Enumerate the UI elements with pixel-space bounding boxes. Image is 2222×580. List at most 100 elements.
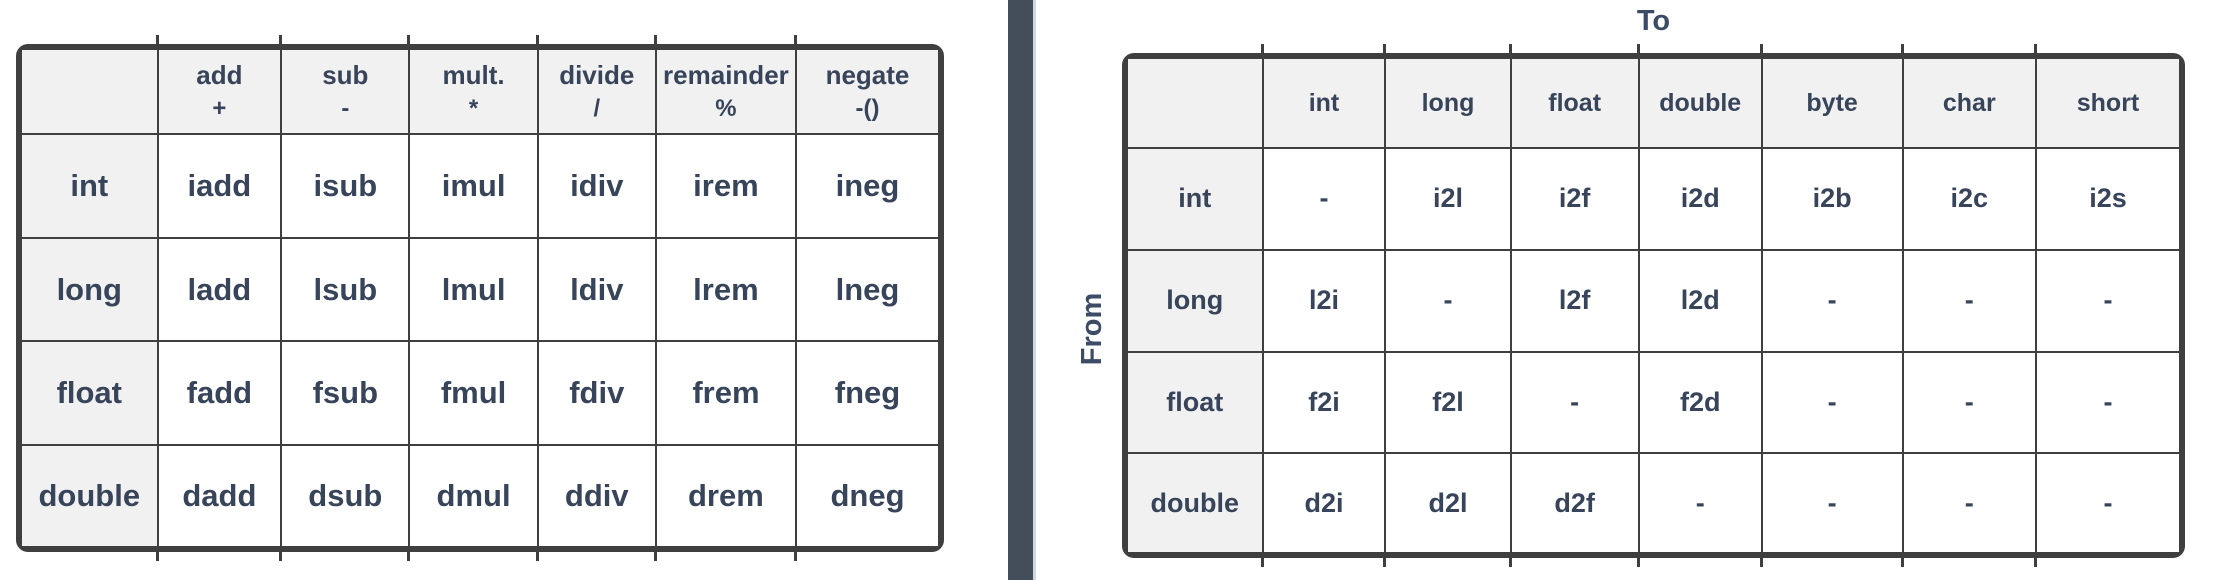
instruction-cell: dadd <box>156 444 283 546</box>
column-header-symbol: + <box>212 94 227 122</box>
grid-tick <box>407 551 411 561</box>
instruction-cell: f2d <box>1637 350 1763 455</box>
instruction-cell: ineg <box>794 133 938 239</box>
corner-cell <box>22 50 159 135</box>
row-header: double <box>22 444 159 546</box>
instruction-cell: - <box>1760 248 1904 353</box>
instruction-cell: isub <box>280 133 411 239</box>
grid-tick <box>1383 44 1387 54</box>
grid-tick <box>155 35 159 45</box>
column-header: long <box>1384 59 1512 149</box>
grid-tick <box>1636 44 1640 54</box>
instruction-cell: - <box>1760 452 1904 552</box>
instruction-cell: lneg <box>794 236 938 343</box>
grid-tick <box>2034 44 2038 54</box>
instruction-cell: i2f <box>1509 147 1640 251</box>
grid-tick <box>1508 557 1512 567</box>
column-header: negate -() <box>794 50 938 135</box>
row-header: float <box>22 340 159 447</box>
column-header: int <box>1261 59 1387 149</box>
column-header-label: divide <box>559 59 635 90</box>
grid-tick <box>1508 44 1512 54</box>
instruction-cell: ldiv <box>536 236 657 343</box>
row-header: long <box>22 236 159 343</box>
instruction-cell: fadd <box>156 340 283 447</box>
instruction-cell: d2f <box>1509 452 1640 552</box>
instruction-cell: frem <box>654 340 797 447</box>
instruction-cell: iadd <box>156 133 283 239</box>
column-header-label: negate <box>825 59 910 90</box>
row-header: long <box>1128 248 1264 353</box>
instruction-cell: i2b <box>1760 147 1904 251</box>
column-header-symbol: - <box>341 94 350 122</box>
instruction-cell: dsub <box>280 444 411 546</box>
divider-bar <box>1008 0 1036 580</box>
column-header-symbol: % <box>715 94 737 122</box>
grid-tick <box>279 35 283 45</box>
instruction-cell: - <box>2035 350 2179 455</box>
instruction-cell: - <box>1509 350 1640 455</box>
instruction-cell: fneg <box>794 340 938 447</box>
instruction-cell: i2c <box>1901 147 2038 251</box>
arithmetic-table: add+sub-mult.*divide/remainder%negate-()… <box>22 50 938 546</box>
grid-tick <box>1383 557 1387 567</box>
instruction-cell: ddiv <box>536 444 657 546</box>
instruction-cell: - <box>2035 452 2179 552</box>
grid-tick <box>535 551 539 561</box>
instruction-cell: i2d <box>1637 147 1763 251</box>
grid-tick <box>407 35 411 45</box>
column-header-label: remainder <box>663 59 789 90</box>
instruction-cell: drem <box>654 444 797 546</box>
grid-tick <box>653 551 657 561</box>
instruction-cell: i2s <box>2035 147 2179 251</box>
instruction-cell: d2i <box>1261 452 1387 552</box>
grid-tick <box>279 551 283 561</box>
grid-tick <box>2034 557 2038 567</box>
instruction-cell: fdiv <box>536 340 657 447</box>
to-axis-label: To <box>1636 5 1671 37</box>
instruction-cell: - <box>1760 350 1904 455</box>
column-header: sub - <box>280 50 411 135</box>
column-header: char <box>1901 59 2038 149</box>
corner-cell <box>1128 59 1264 149</box>
instruction-cell: l2f <box>1509 248 1640 353</box>
column-header: double <box>1637 59 1763 149</box>
grid-tick <box>1260 44 1264 54</box>
instruction-cell: fmul <box>408 340 539 447</box>
grid-tick <box>155 551 159 561</box>
instruction-cell: lsub <box>280 236 411 343</box>
instruction-cell: l2d <box>1637 248 1763 353</box>
grid-tick <box>1900 557 1904 567</box>
row-header: float <box>1128 350 1264 455</box>
column-header: mult.* <box>408 50 539 135</box>
instruction-cell: - <box>1261 147 1387 251</box>
instruction-cell: - <box>1901 350 2038 455</box>
instruction-cell: fsub <box>280 340 411 447</box>
column-header-symbol: -() <box>855 94 880 122</box>
column-header: short <box>2035 59 2179 149</box>
instruction-cell: lmul <box>408 236 539 343</box>
instruction-cell: - <box>1384 248 1512 353</box>
instruction-cell: f2i <box>1261 350 1387 455</box>
column-header: remainder% <box>654 50 797 135</box>
column-header-symbol: / <box>593 94 601 122</box>
grid-tick <box>1759 44 1763 54</box>
instruction-cell: dneg <box>794 444 938 546</box>
instruction-cell: dmul <box>408 444 539 546</box>
column-header-label: sub <box>322 59 369 90</box>
instruction-cell: f2l <box>1384 350 1512 455</box>
from-axis-label: From <box>1076 292 1108 366</box>
instruction-cell: irem <box>654 133 797 239</box>
instruction-cell: - <box>1901 452 2038 552</box>
instruction-cell: - <box>2035 248 2179 353</box>
column-header: byte <box>1760 59 1904 149</box>
column-header-symbol: * <box>468 94 479 122</box>
instruction-cell: idiv <box>536 133 657 239</box>
